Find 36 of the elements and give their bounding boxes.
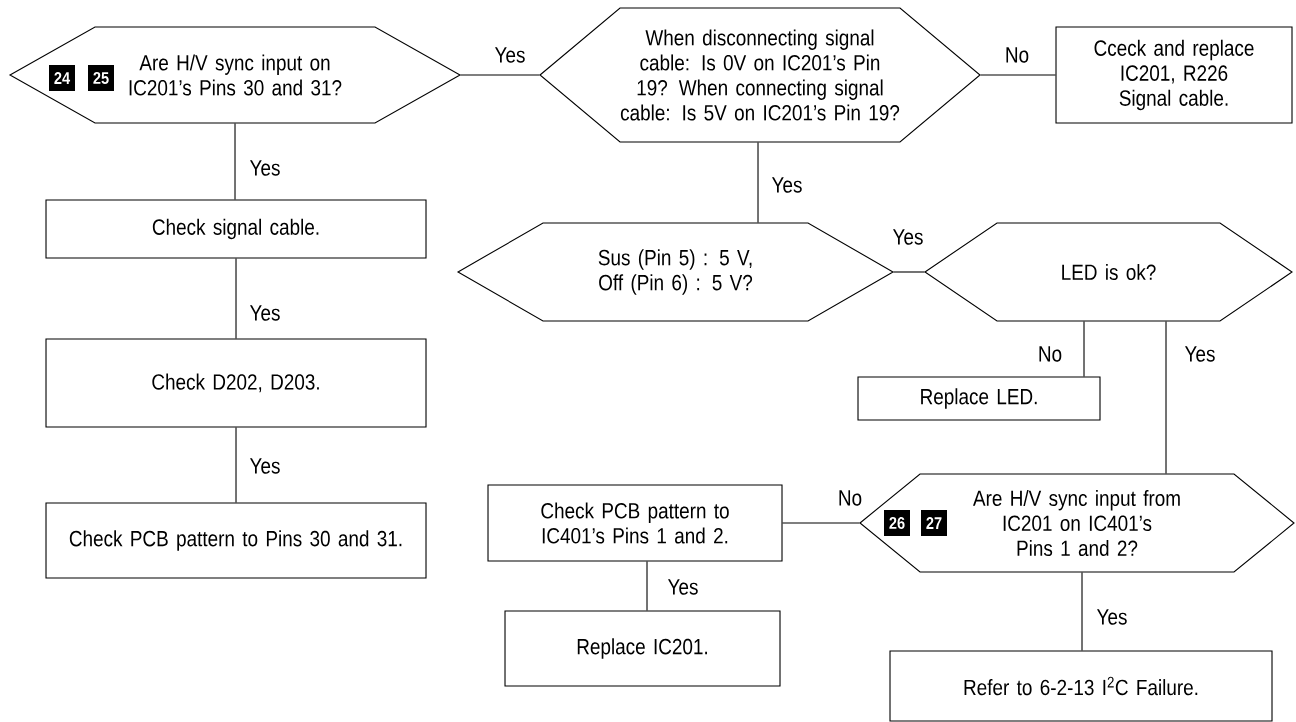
decision-hexagon: When disconnecting signal cable: Is 0V on IC201’s Pin 19? When connecting signal cable: Is 5V on IC201’s Pin 19? (539, 7, 981, 143)
connector-line (1083, 321, 1085, 377)
process-box: Check PCB pattern to Pins 30 and 31. (45, 502, 427, 579)
process-box: Check PCB pattern to IC401’s Pins 1 and 2. (487, 484, 783, 562)
connector-line (234, 123, 236, 200)
process-box: Check signal cable. (45, 199, 427, 259)
connector-line (782, 522, 860, 524)
process-box: Cceck and replace IC201, R226 Signal cable. (1055, 26, 1293, 124)
connector-line (980, 74, 1056, 76)
connector-line (1165, 321, 1167, 474)
connector-line (757, 142, 759, 223)
edge-label: Yes (666, 578, 700, 596)
connector-line (460, 74, 540, 76)
edge-label: Yes (248, 457, 282, 475)
callout-number: 25 (88, 65, 114, 91)
process-box: Replace IC201. (504, 610, 781, 687)
process-box: Replace LED. (857, 376, 1101, 421)
edge-label: No (1003, 46, 1031, 64)
edge-label: Yes (770, 176, 804, 194)
edge-label: No (1036, 345, 1064, 363)
connector-line (235, 258, 237, 339)
edge-label: Yes (248, 159, 282, 177)
edge-label: Yes (1183, 345, 1217, 363)
connector-line (1081, 572, 1083, 651)
process-box: Refer to 6-2-13 I$^{2}$C Failure. (889, 650, 1273, 722)
connector-line (235, 427, 237, 503)
callout-number: 24 (49, 65, 75, 91)
edge-label: Yes (248, 304, 282, 322)
callout-number: 27 (921, 510, 947, 536)
connector-line (893, 271, 925, 273)
process-box: Check D202, D203. (45, 338, 427, 428)
edge-label: Yes (493, 46, 527, 64)
connector-line (646, 561, 648, 611)
callout-number: 26 (884, 510, 910, 536)
edge-label: Yes (1095, 608, 1129, 626)
decision-hexagon: LED is ok? (924, 222, 1293, 322)
